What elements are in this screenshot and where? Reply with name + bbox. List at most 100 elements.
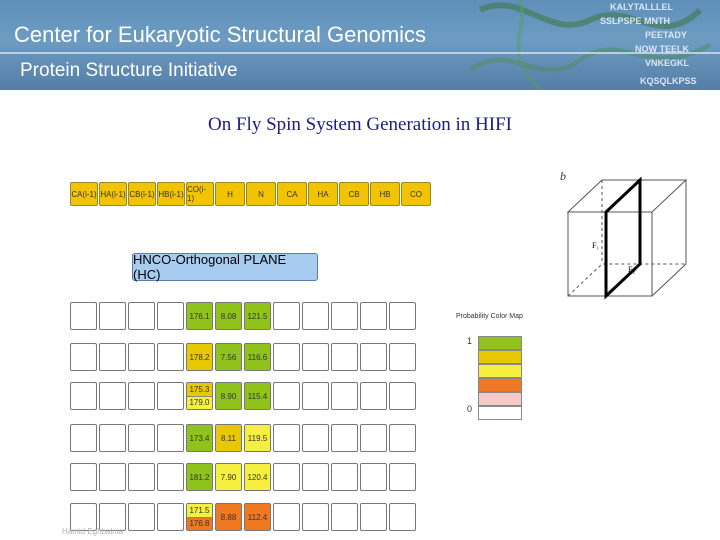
grid-cell [331, 343, 358, 371]
grid-cell [360, 503, 387, 531]
grid-cell [157, 302, 184, 330]
grid-cell [360, 463, 387, 491]
sequence-line: KALYTALLLEL [610, 2, 673, 12]
sequence-line: SSLPSPE MNTH [600, 16, 670, 26]
shift-value: 8.90 [216, 383, 241, 409]
grid-cell: 8.90 [215, 382, 242, 410]
shift-value: 171.5 [187, 504, 212, 517]
shift-value: 8.08 [216, 303, 241, 329]
grid-cell [302, 503, 329, 531]
grid-cell [99, 343, 126, 371]
grid-cell [128, 463, 155, 491]
grid-cell [70, 343, 97, 371]
cube-hidden-edges [567, 263, 686, 297]
cube-slice-plane [604, 176, 642, 300]
grid-cell [273, 382, 300, 410]
grid-cell: 181.2 [186, 463, 213, 491]
grid-cell [99, 424, 126, 452]
banner-subtitle: Protein Structure Initiative [20, 60, 238, 81]
grid-cell [70, 463, 97, 491]
sequence-line: KQSQLKPSS [640, 76, 697, 86]
cube-top-face [566, 179, 688, 213]
grid-cell [70, 424, 97, 452]
atom-header-cell: CB [339, 182, 369, 206]
grid-cell [273, 302, 300, 330]
legend-swatch [478, 378, 522, 392]
shift-value: 178.2 [187, 344, 212, 370]
banner-title: Center for Eukaryotic Structural Genomic… [14, 22, 427, 47]
legend-swatch [478, 350, 522, 364]
grid-cell [99, 302, 126, 330]
grid-cell [128, 382, 155, 410]
header-banner: KALYTALLLEL SSLPSPE MNTH PEETADY NOW TEE… [0, 0, 720, 90]
grid-cell [128, 343, 155, 371]
legend-swatch [478, 336, 522, 350]
grid-cell: 8.88 [215, 503, 242, 531]
grid-cell: 120.4 [244, 463, 271, 491]
grid-cell [128, 302, 155, 330]
grid-cell [273, 343, 300, 371]
axis-f1-label: F₁ [592, 241, 599, 250]
legend-swatch [478, 406, 522, 420]
grid-cell [273, 463, 300, 491]
legend-swatch [478, 392, 522, 406]
grid-cell [389, 382, 416, 410]
grid-cell [157, 463, 184, 491]
spectrum-cube-diagram: b F₁ F₂ [560, 169, 688, 300]
grid-cell [331, 424, 358, 452]
cube-label: b [560, 169, 566, 183]
grid-cell [157, 424, 184, 452]
grid-cell [389, 424, 416, 452]
grid-cell [360, 343, 387, 371]
grid-cell [360, 302, 387, 330]
grid-cell [331, 463, 358, 491]
grid-cell [389, 302, 416, 330]
shift-value: 116.6 [245, 344, 270, 370]
atom-header-cell: CO(i-1) [186, 182, 214, 206]
shift-value: 112.4 [245, 504, 270, 530]
grid-cell: 178.2 [186, 343, 213, 371]
grid-cell [331, 503, 358, 531]
grid-cell [273, 424, 300, 452]
legend-swatch [478, 364, 522, 378]
slide-title: On Fly Spin System Generation in HIFI [208, 114, 512, 135]
grid-cell [389, 463, 416, 491]
atom-header-cell: HB(i-1) [157, 182, 185, 206]
footer-author: Hamid Eghbalnia [62, 527, 123, 536]
shift-value: 8.88 [216, 504, 241, 530]
shift-value: 175.3 [187, 383, 212, 396]
grid-cell [302, 463, 329, 491]
banner-divider [0, 52, 720, 54]
shift-value: 120.4 [245, 464, 270, 490]
grid-cell: 7.90 [215, 463, 242, 491]
atom-header-cell: H [215, 182, 245, 206]
atom-header-cell: CO [401, 182, 431, 206]
atom-header-cell: HA [308, 182, 338, 206]
grid-cell [128, 424, 155, 452]
grid-cell [99, 382, 126, 410]
legend-low-label: 0 [467, 404, 473, 414]
grid-cell [99, 503, 126, 531]
grid-cell: 112.4 [244, 503, 271, 531]
grid-cell [389, 503, 416, 531]
grid-cell [157, 382, 184, 410]
atom-header-cell: HB [370, 182, 400, 206]
shift-value: 7.56 [216, 344, 241, 370]
shift-value: 181.2 [187, 464, 212, 490]
grid-cell [99, 463, 126, 491]
grid-cell: 116.6 [244, 343, 271, 371]
grid-cell [273, 503, 300, 531]
axis-f2-label: F₂ [628, 265, 635, 274]
grid-cell [360, 424, 387, 452]
grid-cell: 8.11 [215, 424, 242, 452]
grid-cell: 176.1 [186, 302, 213, 330]
legend-high-label: 1 [467, 336, 473, 346]
grid-cell: 121.5 [244, 302, 271, 330]
grid-cell [331, 302, 358, 330]
